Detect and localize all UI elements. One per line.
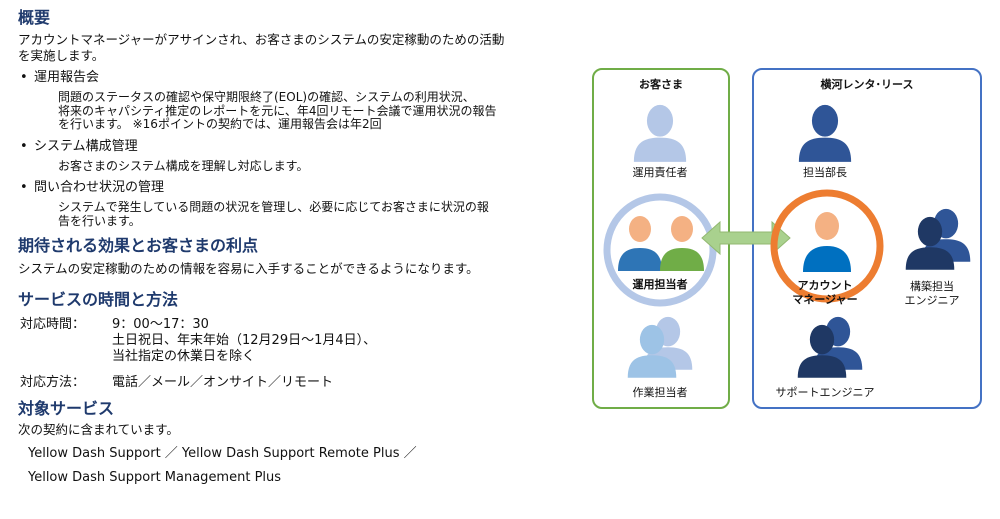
ops-staff-label: 運用担当者 <box>632 278 688 291</box>
account-manager-label-1: アカウント <box>797 279 853 292</box>
benefits-text: システムの安定稼動のための情報を容易に入手することができるようになります。 <box>18 261 479 276</box>
build-engineer-label-2: エンジニア <box>904 294 960 307</box>
method-row: 対応方法： 電話／メール／オンサイト／リモート <box>18 375 578 391</box>
bullet-config-mgmt: システム構成管理 <box>18 138 578 155</box>
work-staff-label: 作業担当者 <box>632 386 688 399</box>
client-title: お客さま <box>639 78 683 91</box>
org-diagram: お客さま 横河レンタ･リース <box>590 66 986 412</box>
bullet-inquiry-mgmt-desc: システムで発生している問題の状況を管理し、必要に応じてお客さまに状況の報 告を行… <box>58 200 489 228</box>
dept-manager-label: 担当部長 <box>803 166 847 179</box>
ops-staff-ring <box>603 193 717 307</box>
service-time-heading: サービスの時間と方法 <box>18 290 179 309</box>
work-staff-icon <box>627 316 693 378</box>
account-manager-label-2: マネージャー <box>792 293 858 306</box>
build-engineer-label-1: 構築担当 <box>910 280 954 293</box>
double-arrow <box>701 220 791 256</box>
target-intro: 次の契約に含まれています。 <box>18 422 179 437</box>
target-services-line1: Yellow Dash Support ／ Yellow Dash Suppor… <box>28 446 417 461</box>
support-engineer-label: サポートエンジニア <box>775 386 875 399</box>
bullet-config-mgmt-desc: お客さまのシステム構成を理解し対応します。 <box>58 158 309 173</box>
benefits-heading: 期待される効果とお客さまの利点 <box>18 236 259 255</box>
bullet-ops-report: 運用報告会 <box>18 69 578 86</box>
hours-label: 対応時間： <box>20 317 86 332</box>
diagram-graphics <box>603 104 971 378</box>
overview-heading: 概要 <box>18 8 51 27</box>
ops-staff-icon <box>618 216 704 271</box>
vendor-title: 横河レンタ･リース <box>820 78 914 91</box>
target-services-line2: Yellow Dash Support Management Plus <box>28 470 282 485</box>
target-heading: 対象サービス <box>18 399 115 418</box>
bullet-ops-report-desc: 問題のステータスの確認や保守期限終了(EOL)の確認、システムの利用状況、 将来… <box>58 90 497 131</box>
hours-row: 対応時間： 9：00～17：30 土日祝日、年末年始（12月29日～1月4日）、… <box>18 317 578 365</box>
overview-intro: アカウントマネージャーがアサインされ、お客さまのシステムの安定稼動のための活動 … <box>18 32 505 63</box>
ops-manager-label: 運用責任者 <box>632 166 688 179</box>
account-manager-ring <box>770 189 884 303</box>
method-label: 対応方法： <box>20 375 86 390</box>
support-engineer-icon <box>797 316 863 378</box>
method-value: 電話／メール／オンサイト／リモート <box>112 375 334 390</box>
ops-manager-icon <box>633 104 687 162</box>
dept-manager-icon <box>798 104 852 162</box>
left-content: 概要 アカウントマネージャーがアサインされ、お客さまのシステムの安定稼動のための… <box>18 4 578 486</box>
account-manager-icon <box>803 212 851 272</box>
hours-value: 9：00～17：30 土日祝日、年末年始（12月29日～1月4日）、 当社指定の… <box>112 317 377 364</box>
bullet-inquiry-mgmt: 問い合わせ状況の管理 <box>18 179 578 196</box>
build-engineer-icon <box>905 208 971 270</box>
